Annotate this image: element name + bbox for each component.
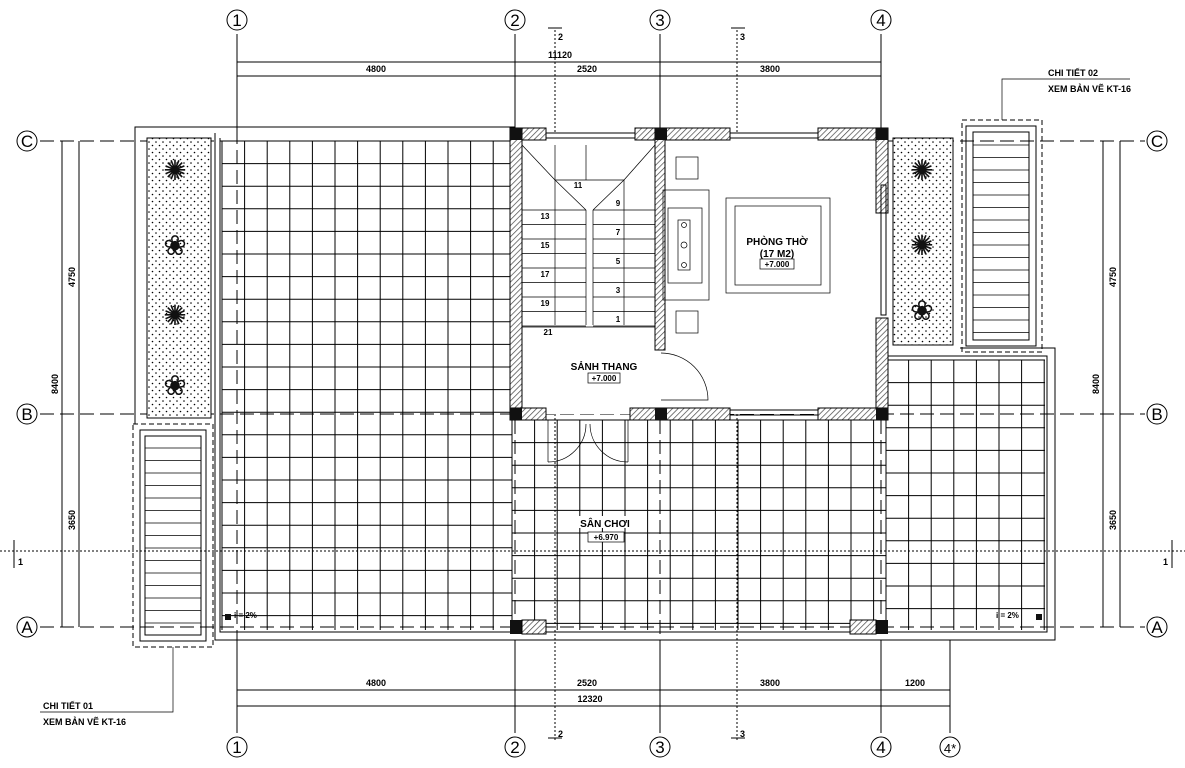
axis-bubble-2-top: 2 — [504, 9, 526, 31]
section-lines: 1 1 2 2 3 3 — [0, 27, 1185, 740]
dim-right-total: 8400 — [1091, 374, 1101, 394]
dim-bottom-3: 3800 — [760, 678, 780, 688]
svg-text:3: 3 — [655, 738, 664, 757]
section-1-right-label: 1 — [1163, 557, 1168, 567]
dim-left-total: 8400 — [50, 374, 60, 394]
svg-text:✺: ✺ — [910, 230, 933, 261]
svg-text:C: C — [21, 132, 33, 151]
stair-step-7: 7 — [616, 228, 621, 237]
svg-text:B: B — [1151, 405, 1162, 424]
play-yard-elevation: +6.970 — [594, 533, 619, 542]
dim-left-2: 3650 — [67, 510, 77, 530]
section-3-bottom-label: 3 — [740, 729, 745, 739]
svg-text:1: 1 — [232, 11, 241, 30]
svg-text:1: 1 — [232, 738, 241, 757]
slab-outline — [134, 126, 1056, 641]
stair-step-1: 1 — [616, 315, 621, 324]
stair-step-19: 19 — [541, 299, 550, 308]
planter-right: ✺ ✺ ❀ — [892, 137, 954, 346]
axis-bubble-1-bottom: 1 — [226, 736, 248, 758]
dim-top-2: 2520 — [577, 64, 597, 74]
worship-room-name: PHÒNG THỜ — [746, 235, 808, 248]
section-2-bottom-label: 2 — [558, 729, 563, 739]
svg-text:✺: ✺ — [163, 300, 186, 331]
dim-right-1: 4750 — [1108, 267, 1118, 287]
axis-bubble-a-left: A — [16, 616, 38, 638]
altar — [662, 156, 831, 334]
dim-bottom-1: 4800 — [366, 678, 386, 688]
planter-left: ✺ ❀ ✺ ❀ — [146, 137, 212, 419]
svg-text:✺: ✺ — [910, 155, 933, 186]
detail-02-title: CHI TIẾT 02 — [1048, 68, 1098, 78]
svg-text:❀: ❀ — [910, 295, 933, 326]
stair-step-9: 9 — [616, 199, 621, 208]
dim-bottom-2: 2520 — [577, 678, 597, 688]
dim-bottom-4: 1200 — [905, 678, 925, 688]
stair-lobby-elevation: +7.000 — [592, 374, 617, 383]
axis-bubble-1-top: 1 — [226, 9, 248, 31]
play-yard-name: SÂN CHƠI — [580, 517, 630, 530]
detail-01-ref: XEM BẢN VẼ KT-16 — [43, 716, 126, 727]
axis-bubble-b-left: B — [16, 403, 38, 425]
detail-callouts: CHI TIẾT 01 XEM BẢN VẼ KT-16 CHI TIẾT 02… — [40, 68, 1131, 727]
stair-step-17: 17 — [541, 270, 550, 279]
section-3-top-label: 3 — [740, 32, 745, 42]
worship-room-area: (17 M2) — [760, 249, 794, 260]
plant-icon: ✺ ✺ ❀ — [910, 155, 933, 326]
staircase: 11 9 7 5 3 1 13 15 17 19 21 — [521, 144, 656, 337]
axis-bubble-a-right: A — [1146, 616, 1168, 638]
svg-text:4: 4 — [876, 738, 885, 757]
svg-text:2: 2 — [510, 738, 519, 757]
detail-01-stair — [132, 423, 214, 648]
slope-label-left: i = 2% — [234, 611, 257, 620]
stair-step-21: 21 — [544, 328, 553, 337]
detail-02-ref: XEM BẢN VẼ KT-16 — [1048, 83, 1131, 94]
dim-top-3: 3800 — [760, 64, 780, 74]
svg-text:4: 4 — [876, 11, 885, 30]
stair-lobby-name: SẢNH THANG — [571, 360, 638, 373]
dim-right-2: 3650 — [1108, 510, 1118, 530]
detail-02-stair — [961, 119, 1043, 353]
svg-text:2: 2 — [510, 11, 519, 30]
svg-text:4*: 4* — [944, 741, 956, 756]
stair-step-11: 11 — [574, 181, 583, 190]
section-1-left-label: 1 — [18, 557, 23, 567]
axis-bubble-2-bottom: 2 — [504, 736, 526, 758]
stair-step-15: 15 — [541, 241, 550, 250]
dim-left-1: 4750 — [67, 267, 77, 287]
axis-bubble-3-top: 3 — [649, 9, 671, 31]
axis-bubble-4-bottom: 4 — [870, 736, 892, 758]
svg-text:❀: ❀ — [163, 370, 186, 401]
detail-01-title: CHI TIẾT 01 — [43, 701, 93, 711]
plant-icon: ✺ ❀ ✺ ❀ — [163, 155, 186, 401]
stair-step-13: 13 — [541, 212, 550, 221]
axis-bubble-c-left: C — [16, 130, 38, 152]
room-labels: PHÒNG THỜ (17 M2) +7.000 SẢNH THANG +7.0… — [234, 235, 1019, 620]
svg-text:A: A — [1151, 618, 1163, 637]
axis-bubble-4-top: 4 — [870, 9, 892, 31]
axis-bubble-b-right: B — [1146, 403, 1168, 425]
worship-room-elevation: +7.000 — [765, 260, 790, 269]
dimension-lines: 11120 4800 2520 3800 4800 2520 3800 1200… — [50, 50, 1121, 707]
dim-top-total: 11120 — [548, 50, 572, 60]
stair-step-5: 5 — [616, 257, 621, 266]
slope-label-right: i = 2% — [996, 611, 1019, 620]
stair-step-3: 3 — [616, 286, 621, 295]
svg-text:❀: ❀ — [163, 230, 186, 261]
axis-bubble-4star-bottom: 4* — [939, 736, 961, 758]
svg-text:B: B — [21, 405, 32, 424]
axis-bubble-c-right: C — [1146, 130, 1168, 152]
axis-bubbles: 1 2 3 4 1 2 3 4 4* C B A C B A — [16, 9, 1168, 758]
dim-bottom-total: 12320 — [577, 694, 602, 704]
svg-text:A: A — [21, 618, 33, 637]
dim-top-1: 4800 — [366, 64, 386, 74]
axis-bubble-3-bottom: 3 — [649, 736, 671, 758]
section-2-top-label: 2 — [558, 32, 563, 42]
svg-text:3: 3 — [655, 11, 664, 30]
svg-text:✺: ✺ — [163, 155, 186, 186]
svg-text:C: C — [1151, 132, 1163, 151]
